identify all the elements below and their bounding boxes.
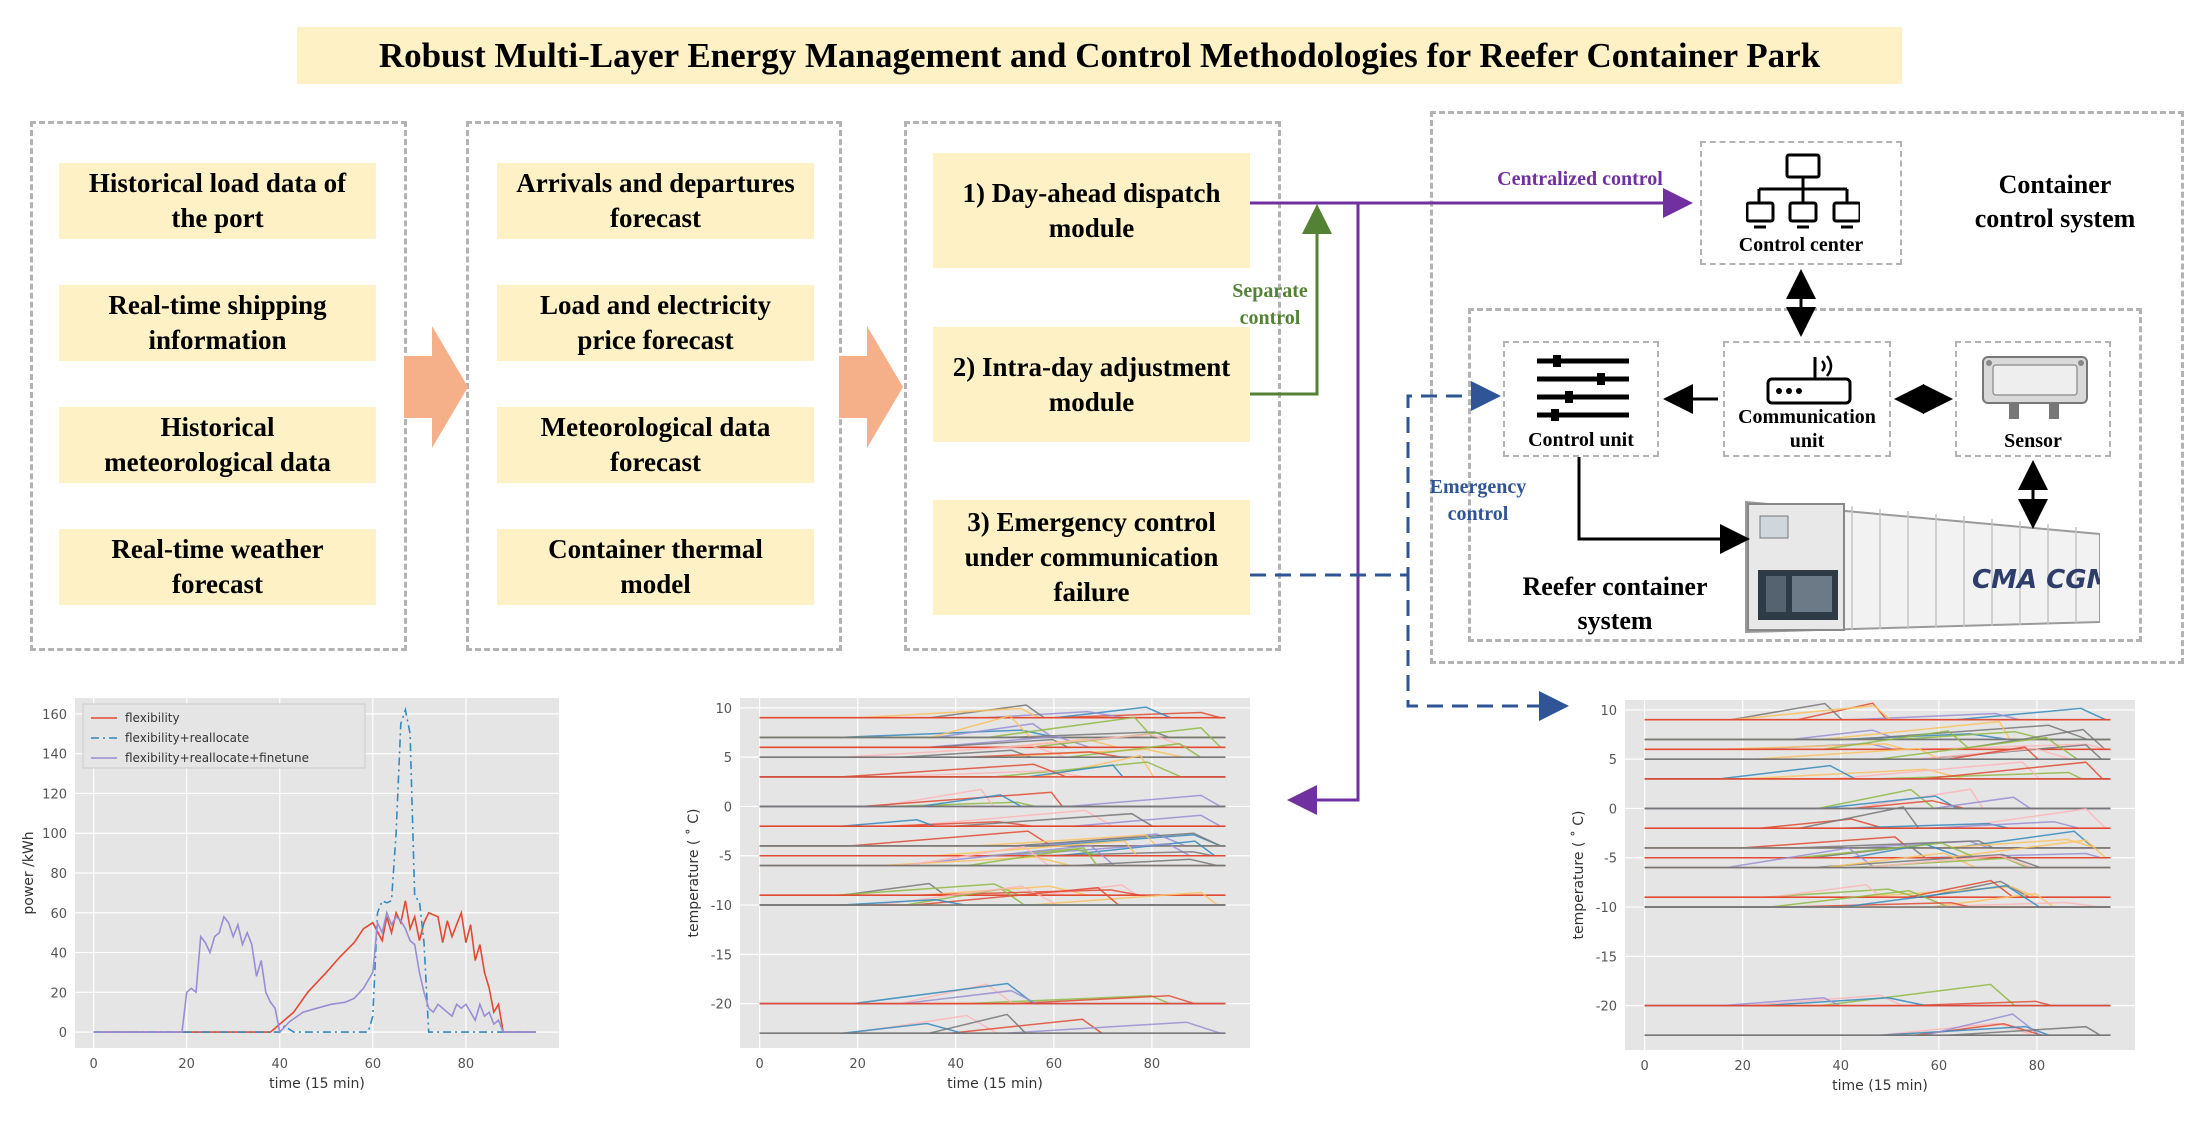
y-tick-label: 80 (50, 867, 67, 882)
x-tick-label: 40 (947, 1057, 964, 1072)
legend: flexibility flexibility+reallocate flexibi… (82, 703, 366, 769)
y-tick-label: -10 (1596, 901, 1617, 916)
sensor-device-icon (1982, 356, 2088, 419)
y-tick-label: -5 (1604, 852, 1617, 867)
y-tick-label: -10 (711, 899, 732, 914)
y-tick-label: -20 (1596, 1000, 1617, 1015)
x-tick-label: 40 (1832, 1059, 1849, 1074)
y-tick-label: 60 (50, 907, 67, 922)
emergency-control-label: Emergency control (1429, 476, 1527, 525)
y-tick-label: 10 (715, 702, 732, 717)
intra-day-module-box: 2) Intra-day adjustment module (933, 327, 1250, 442)
series-line-2 (93, 706, 536, 1033)
container-control-system-label: Container control system (1974, 170, 2136, 233)
x-tick-label: 60 (1046, 1057, 1063, 1072)
communication-unit-box: Communication unit (1723, 341, 1891, 457)
x-tick-label: 0 (755, 1057, 763, 1072)
historical-meteo-box: Historical meteorological data (59, 407, 376, 483)
x-tick-label: 20 (1734, 1059, 1751, 1074)
y-tick-label: -5 (719, 850, 732, 865)
control-unit-label: Control unit (1528, 429, 1634, 451)
control-center-box: Control center (1700, 141, 1902, 265)
y-tick-label: 5 (724, 751, 732, 766)
container-brand-text: CMA CGM (1972, 565, 2100, 595)
x-tick-label: 60 (365, 1057, 382, 1072)
reefer-system-label: Reefer container system (1522, 572, 1708, 635)
container-control-system-group (1430, 111, 2184, 664)
legend-frame (82, 703, 366, 769)
meteo-forecast-box: Meteorological data forecast (497, 407, 814, 483)
load-price-forecast-box: Load and electricity price forecast (497, 285, 814, 361)
emergency-module-box: 3) Emergency control under communication… (933, 500, 1250, 615)
legend-entry: flexibility+reallocate (125, 731, 249, 745)
page-title: Robust Multi-Layer Energy Management and… (297, 27, 1902, 84)
shipping-info-box: Real-time shipping information (59, 285, 376, 361)
x-tick-label: 20 (178, 1057, 195, 1072)
y-tick-label: 5 (1609, 753, 1617, 768)
x-tick-label: 40 (271, 1057, 288, 1072)
power-chart: 0 20 40 60 80 0 20 40 60 80 100 120 140 160 time (15 m… (21, 698, 559, 1092)
y-tick-label: 40 (50, 947, 67, 962)
y-tick-label: 100 (42, 827, 67, 842)
y-tick-label: 120 (42, 787, 67, 802)
x-tick-label: 80 (1144, 1057, 1161, 1072)
sensor-label: Sensor (2004, 430, 2062, 452)
x-axis-label: time (15 min) (269, 1076, 365, 1092)
series-line-3 (93, 910, 536, 1034)
temperature-chart-emergency: 0 20 40 60 80 10 5 0 -5 -10 -15 -20 time (15 min) tem… (1570, 700, 2135, 1094)
flow-arrow-2 (839, 326, 903, 448)
legend-entry: flexibility (125, 711, 180, 725)
arrivals-forecast-box: Arrivals and departures forecast (497, 163, 814, 239)
y-tick-label: 0 (59, 1026, 67, 1041)
historical-load-box: Historical load data of the port (59, 163, 376, 239)
y-tick-label: 0 (724, 800, 732, 815)
centralized-control-label: Centralized control (1497, 168, 1663, 190)
y-tick-label: 0 (1609, 802, 1617, 817)
y-axis-label: temperature ( ˚ C) (685, 808, 702, 937)
x-tick-label: 60 (1931, 1059, 1948, 1074)
y-tick-label: 20 (50, 986, 67, 1001)
separate-control-label: Separate control (1232, 280, 1308, 329)
sliders-icon (1537, 355, 1629, 421)
weather-forecast-box: Real-time weather forecast (59, 529, 376, 605)
y-axis-label: power /kWh (21, 831, 37, 914)
plot-area (740, 698, 1250, 1048)
sensor-box: Sensor (1955, 341, 2111, 457)
y-tick-label: -15 (1596, 950, 1617, 965)
control-unit-box: Control unit (1503, 341, 1659, 457)
x-tick-label: 80 (2029, 1059, 2046, 1074)
communication-unit-label: Communication unit (1738, 406, 1876, 452)
y-tick-label: 10 (1600, 704, 1617, 719)
x-tick-label: 20 (849, 1057, 866, 1072)
y-tick-label: -20 (711, 998, 732, 1013)
day-ahead-module-box: 1) Day-ahead dispatch module (933, 153, 1250, 268)
thermal-model-box: Container thermal model (497, 529, 814, 605)
router-icon (1766, 355, 1852, 405)
x-tick-label: 0 (89, 1057, 97, 1072)
x-tick-label: 0 (1640, 1059, 1648, 1074)
y-tick-label: -15 (711, 948, 732, 963)
legend-entry: flexibility+reallocate+finetune (125, 751, 309, 765)
network-icon (1746, 153, 1860, 229)
control-center-label: Control center (1738, 234, 1864, 256)
y-axis-label: temperature ( ˚ C) (1570, 810, 1587, 939)
temperature-chart-centralized: 0 20 40 60 80 10 5 0 -5 -10 -15 -20 time (15 min) tem… (685, 698, 1250, 1092)
y-tick-label: 140 (42, 748, 67, 763)
x-axis-label: time (15 min) (1832, 1078, 1928, 1094)
series-line-1 (93, 900, 536, 1033)
flow-arrow-1 (404, 326, 468, 448)
reefer-container-image: CMA CGM (1745, 500, 2100, 634)
y-tick-label: 160 (42, 708, 67, 723)
x-axis-label: time (15 min) (947, 1076, 1043, 1092)
x-tick-label: 80 (458, 1057, 475, 1072)
